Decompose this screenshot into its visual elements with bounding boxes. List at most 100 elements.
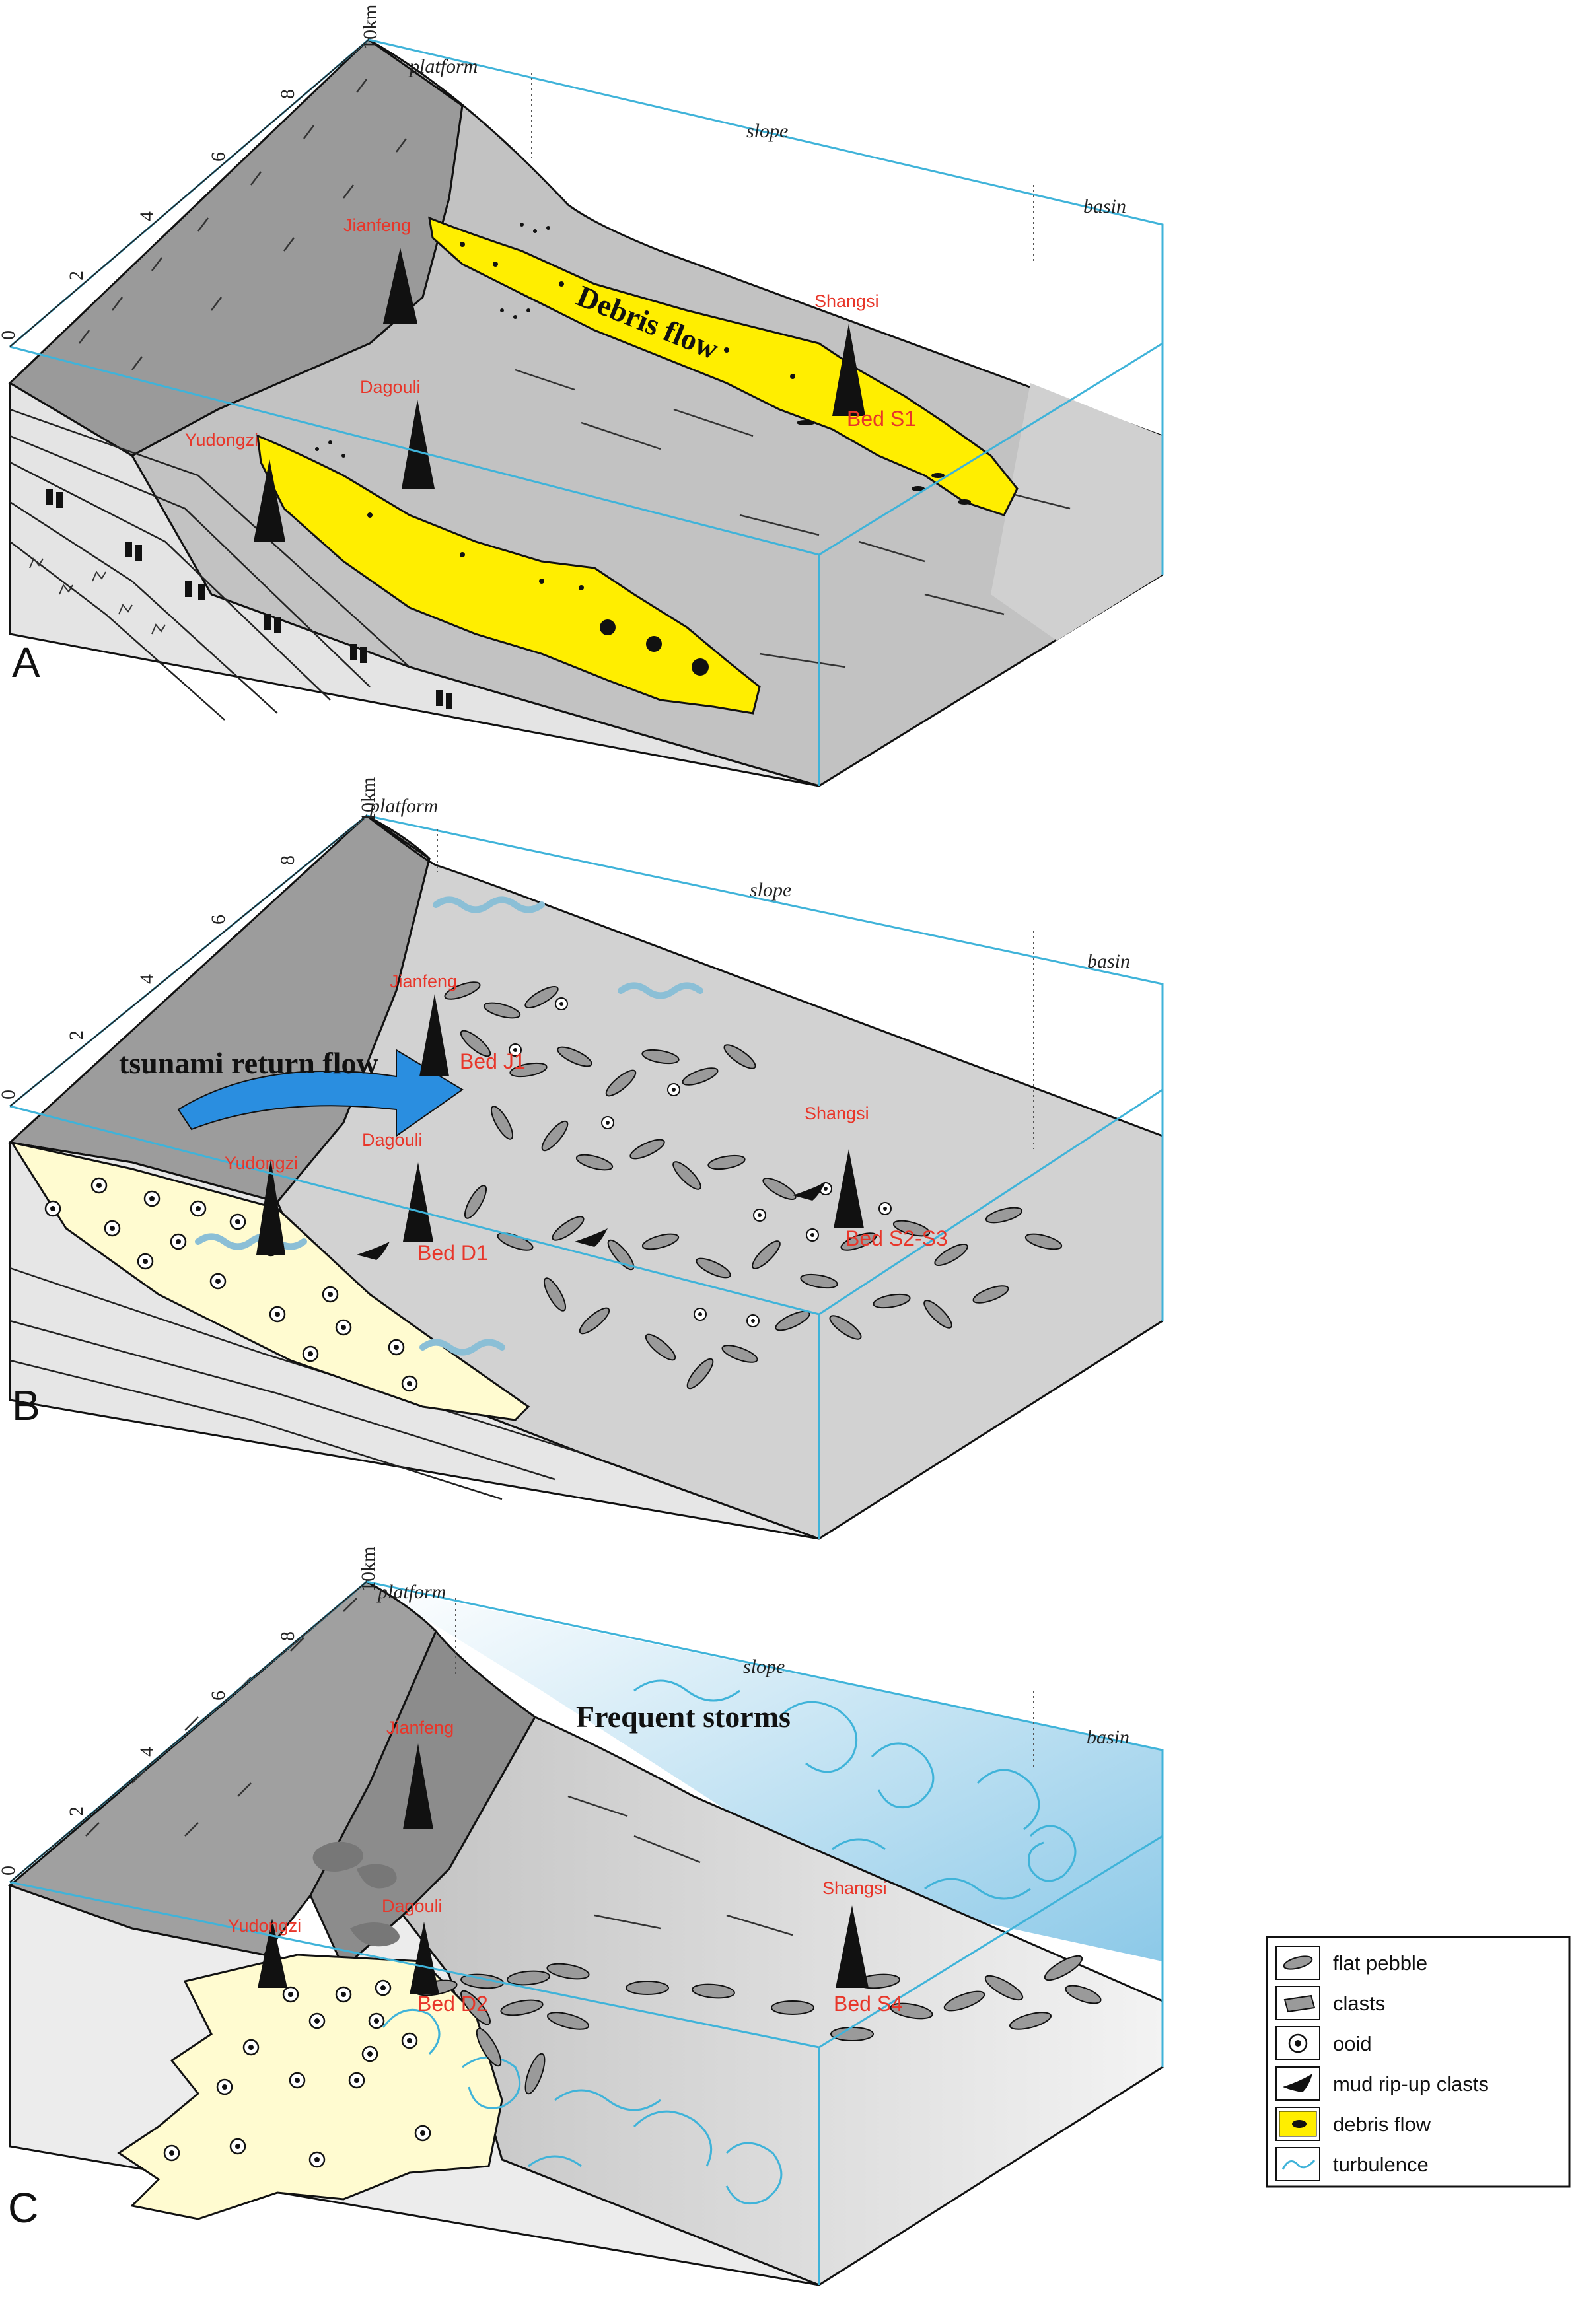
zone-dividers: [437, 829, 1034, 1149]
site-jianfeng: Jianfeng: [343, 215, 411, 235]
tsunami-return-flow-label: tsunami return flow: [119, 1046, 378, 1080]
zone-basin: basin: [1087, 1726, 1129, 1748]
scale-tick-2: 2: [65, 1806, 87, 1816]
scale-tick-4: 4: [136, 1747, 158, 1757]
scale-tick-10km: 10km: [357, 1547, 379, 1592]
panel-letter-b: B: [12, 1382, 40, 1429]
dagouli-marker: [403, 1162, 433, 1242]
flat-pebble-icon: [1283, 1955, 1313, 1970]
reef-symbols: [29, 557, 166, 635]
panel-a: 0 2 4 6 8 10km platform slope basin Jian…: [0, 5, 1164, 787]
flat-pebble-field: [444, 981, 1063, 1390]
legend-label-ooid: ooid: [1333, 2032, 1372, 2055]
flat-pebble-field: [414, 1955, 1102, 2095]
bed-label-dagouli: Bed D2: [417, 1992, 488, 2016]
clast-blobs: [312, 1841, 400, 1947]
bed-label-jianfeng: Bed J1: [460, 1049, 526, 1073]
zone-platform: platform: [408, 55, 478, 77]
zone-basin: basin: [1083, 195, 1126, 217]
basin-surface: [991, 383, 1163, 641]
shangsi-marker: [834, 1149, 864, 1228]
scale-tick-6: 6: [207, 152, 229, 162]
ooid-scatter: [509, 997, 892, 1327]
fossil-symbols: [46, 489, 452, 709]
tsunami-arrow: [177, 1049, 464, 1137]
zone-basin: basin: [1087, 950, 1130, 972]
jianfeng-marker: [403, 1743, 433, 1829]
legend-label-flat-pebble: flat pebble: [1333, 1952, 1427, 1975]
bed-label-shangsi: Bed S4: [834, 1992, 903, 2016]
scale-tick-0: 0: [0, 1866, 19, 1876]
jianfeng-marker: [383, 248, 417, 324]
legend-label-debris-flow: debris flow: [1333, 2113, 1431, 2136]
site-shangsi: Shangsi: [814, 291, 879, 311]
storm-water: [370, 1585, 1163, 1961]
scale-tick-4: 4: [136, 211, 158, 221]
dagouli-marker: [410, 1922, 439, 1994]
scale-tick-4: 4: [136, 974, 158, 984]
surface-texture: [85, 1598, 793, 1936]
shangsi-marker: [836, 1905, 869, 1988]
zone-platform: platform: [376, 1581, 446, 1603]
scale-tick-0: 0: [0, 1090, 19, 1100]
site-dagouli: Dagouli: [382, 1896, 443, 1916]
jianfeng-marker: [419, 994, 449, 1076]
mud-rip-up-icon: [1283, 2074, 1312, 2092]
strata-lines: [9, 1267, 582, 1500]
shangsi-marker: [832, 324, 865, 416]
ooid-symbols: [44, 1177, 418, 1392]
panel-c: 0 2 4 6 8 10km platform slope basin Jian…: [0, 1547, 1164, 2286]
yudongzi-marker: [254, 459, 285, 542]
mud-rip-up-clasts: [357, 1182, 826, 1260]
strata-lines: [9, 408, 410, 721]
site-jianfeng: Jianfeng: [386, 1718, 454, 1738]
yudongzi-marker: [256, 1159, 285, 1255]
site-dagouli: Dagouli: [362, 1130, 423, 1150]
scale-tick-6: 6: [207, 1691, 229, 1701]
scale-tick-10km: 10km: [359, 5, 381, 50]
yudongzi-marker: [258, 1919, 287, 1988]
scale-tick-6: 6: [207, 915, 229, 925]
legend-label-turbulence: turbulence: [1333, 2153, 1429, 2176]
site-shangsi: Shangsi: [805, 1104, 869, 1123]
scale-axis: [9, 815, 367, 1107]
debris-flow-icon: [1279, 2111, 1317, 2137]
scale-tick-8: 8: [277, 1631, 299, 1641]
bed-label-shangsi: Bed S2-S3: [845, 1226, 948, 1250]
zone-dividers: [531, 73, 1034, 264]
site-yudongzi: Yudongzi: [228, 1916, 301, 1936]
scale-tick-8: 8: [277, 89, 299, 99]
legend-label-clasts: clasts: [1333, 1992, 1385, 2015]
scale-axis: [9, 1581, 367, 1883]
panel-b: 0 2 4 6 8 10km platform slope basin Jian…: [0, 777, 1164, 1540]
site-dagouli: Dagouli: [360, 377, 421, 397]
site-yudongzi: Yudongzi: [225, 1153, 298, 1173]
panel-letter-a: A: [12, 639, 40, 686]
zone-slope: slope: [750, 879, 791, 901]
legend: flat pebble clasts ooid mud rip-up clast…: [1266, 1936, 1571, 2188]
site-shangsi: Shangsi: [822, 1878, 887, 1898]
bed-label-shangsi: Bed S1: [847, 407, 916, 431]
frequent-storms-label: Frequent storms: [576, 1700, 791, 1734]
zone-slope: slope: [743, 1656, 785, 1677]
scale-axis: [9, 39, 369, 347]
panel-letter-c: C: [8, 2184, 38, 2232]
scale-tick-2: 2: [65, 1030, 87, 1040]
clast-icon: [1283, 1994, 1316, 2013]
scale-tick-10km: 10km: [357, 777, 379, 822]
scale-tick-8: 8: [277, 855, 299, 865]
dagouli-marker: [402, 400, 435, 489]
debris-dots: [315, 223, 971, 676]
scale-tick-2: 2: [65, 271, 87, 281]
debris-flow-upper: [428, 216, 1019, 516]
ooid-symbols: [163, 1979, 431, 2168]
legend-label-mud-rip-up-clasts: mud rip-up clasts: [1333, 2072, 1489, 2095]
debris-flow-lower: [256, 434, 761, 715]
turbulence-icon: [1281, 2159, 1316, 2170]
bed-label-dagouli: Bed D1: [417, 1241, 488, 1265]
site-yudongzi: Yudongzi: [185, 430, 258, 450]
scale-tick-0: 0: [0, 330, 19, 340]
wave-symbols: [195, 896, 703, 1356]
site-jianfeng: Jianfeng: [390, 971, 457, 991]
